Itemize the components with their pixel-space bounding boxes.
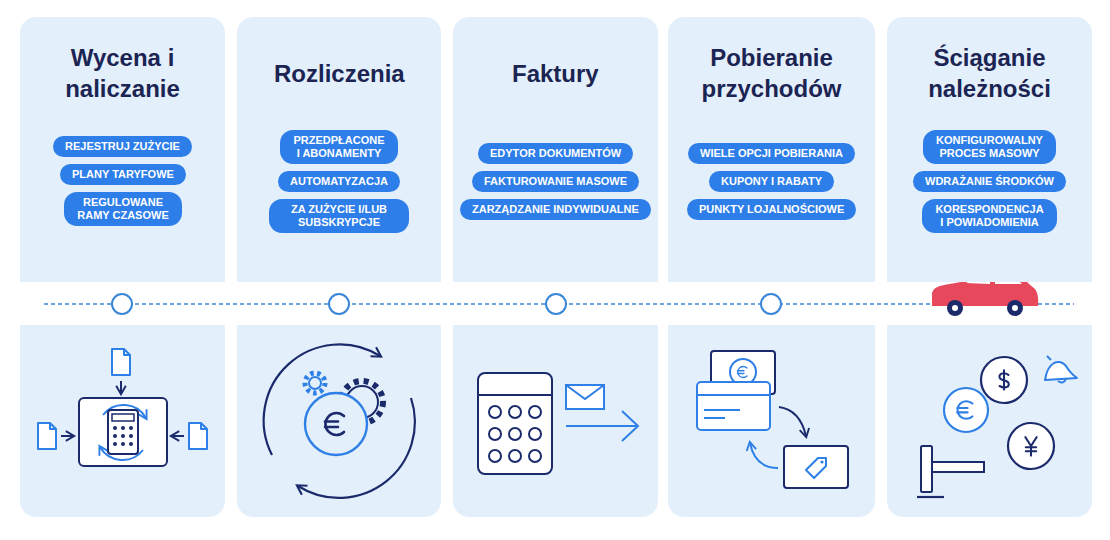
stage-heading: Faktury	[512, 58, 599, 89]
pill-label: AUTOMATYZACJA	[290, 175, 388, 188]
pill-label: REJESTRUJ ZUŻYCIE	[65, 140, 180, 153]
stage-panel: RozliczeniaPRZEDPŁACONE I ABONAMENTY AUTO…	[237, 17, 441, 282]
feature-pill: PUNKTY LOJALNOŚCIOWE	[687, 199, 856, 220]
feature-pill: EDYTOR DOKUMENTÓW	[478, 143, 633, 164]
pill-label: KORESPONDENCJA I POWIADOMIENIA	[934, 203, 1045, 229]
feature-pill: REGULOWANE RAMY CZASOWE	[64, 192, 182, 226]
pill-label: REGULOWANE RAMY CZASOWE	[76, 196, 170, 222]
feature-pill: FAKTUROWANIE MASOWE	[472, 171, 639, 192]
pill-label: PUNKTY LOJALNOŚCIOWE	[699, 203, 844, 216]
pill-label: KONFIGUROWALNY PROCES MASOWY	[935, 134, 1044, 160]
pill-label: PLANY TARYFOWE	[72, 168, 174, 181]
stage-panel: Ściąganie należnościKONFIGUROWALNY PROCE…	[887, 17, 1092, 282]
feature-pill: PRZEDPŁACONE I ABONAMENTY	[280, 130, 398, 164]
billing-icon	[264, 344, 415, 497]
feature-pill: KUPONY I RABATY	[709, 171, 834, 192]
feature-pill: WIELE OPCJI POBIERANIA	[688, 143, 855, 164]
stage-panel: Pobieranie przychodówWIELE OPCJI POBIERA…	[668, 17, 875, 282]
bottom-panels	[20, 325, 1092, 517]
feature-pill: REJESTRUJ ZUŻYCIE	[53, 136, 192, 157]
timeline-dots	[112, 294, 781, 314]
pill-label: EDYTOR DOKUMENTÓW	[490, 147, 621, 160]
stage-heading: Rozliczenia	[274, 58, 405, 89]
feature-pill: KORESPONDENCJA I POWIADOMIENIA	[922, 199, 1057, 233]
pill-label: KUPONY I RABATY	[721, 175, 822, 188]
pill-label: ZA ZUŻYCIE I/LUB SUBSKRYPCJE	[281, 203, 397, 229]
pill-label: ZARZĄDZANIE INDYWIDUALNE	[472, 203, 639, 216]
stage-heading: Pobieranie przychodów	[700, 42, 843, 104]
stage-panel: Wycena i naliczanieREJESTRUJ ZUŻYCIE PLAN…	[20, 17, 225, 282]
stage-heading: Wycena i naliczanie	[57, 42, 188, 104]
pill-label: PRZEDPŁACONE I ABONAMENTY	[292, 134, 386, 160]
pricing-icon	[38, 349, 207, 466]
feature-pill: WDRAŻANIE ŚRODKÓW	[913, 171, 1066, 192]
feature-pill: AUTOMATYZACJA	[278, 171, 400, 192]
invoice-icon	[478, 373, 638, 474]
pill-label: WDRAŻANIE ŚRODKÓW	[925, 175, 1054, 188]
feature-pill: ZA ZUŻYCIE I/LUB SUBSKRYPCJE	[269, 199, 409, 233]
feature-pill: PLANY TARYFOWE	[60, 164, 186, 185]
payment-icon	[697, 351, 848, 488]
pill-label: WIELE OPCJI POBIERANIA	[700, 147, 843, 160]
stage-heading: Ściąganie należności	[927, 42, 1052, 104]
collection-icon	[917, 356, 1077, 497]
feature-pill: ZARZĄDZANIE INDYWIDUALNE	[460, 199, 651, 220]
stage-panel: FakturyEDYTOR DOKUMENTÓW FAKTUROWANIE MAS…	[453, 17, 658, 282]
feature-pill: KONFIGUROWALNY PROCES MASOWY	[923, 130, 1056, 164]
pill-label: FAKTUROWANIE MASOWE	[484, 175, 627, 188]
